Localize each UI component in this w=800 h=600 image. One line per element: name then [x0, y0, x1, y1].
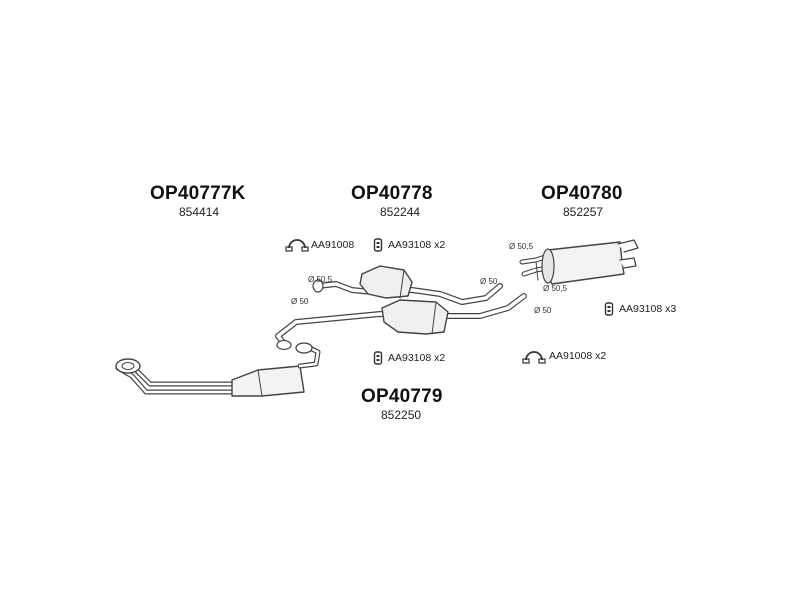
clamp-icon [522, 351, 546, 364]
diameter-label: Ø 50,5 [543, 284, 568, 293]
hanger-icon [373, 238, 383, 252]
accessory-label: AA93108 x2 [388, 239, 446, 251]
diameter-label: Ø 50 [534, 306, 552, 315]
part-code: OP40778 [351, 183, 433, 204]
intermediate-pipe-upper [312, 265, 503, 305]
part-code: OP40780 [541, 183, 623, 204]
part-number: 852250 [381, 408, 422, 422]
part-number: 852257 [563, 205, 604, 219]
diameter-label: Ø 50 [480, 277, 498, 286]
rear-silencer [519, 239, 639, 285]
diameter-label: Ø 50,5 [308, 275, 333, 284]
part-code: OP40779 [361, 386, 443, 407]
part-number: 852244 [380, 205, 421, 219]
diameter-label: Ø 50,5 [509, 242, 534, 251]
clamp-icon [285, 239, 309, 252]
accessory-label: AA91008 x2 [549, 350, 607, 362]
part-number: 854414 [179, 205, 220, 219]
accessory-label: AA93108 x3 [619, 303, 677, 315]
part-code: OP40777K [150, 183, 246, 204]
hanger-icon [604, 302, 614, 316]
front-pipe-catalyst [115, 342, 321, 397]
accessory-label: AA93108 x2 [388, 352, 446, 364]
diameter-label: Ø 50 [291, 297, 309, 306]
accessory-label: AA91008 [311, 239, 355, 251]
intermediate-pipe-lower [275, 293, 527, 351]
hanger-icon [373, 351, 383, 365]
